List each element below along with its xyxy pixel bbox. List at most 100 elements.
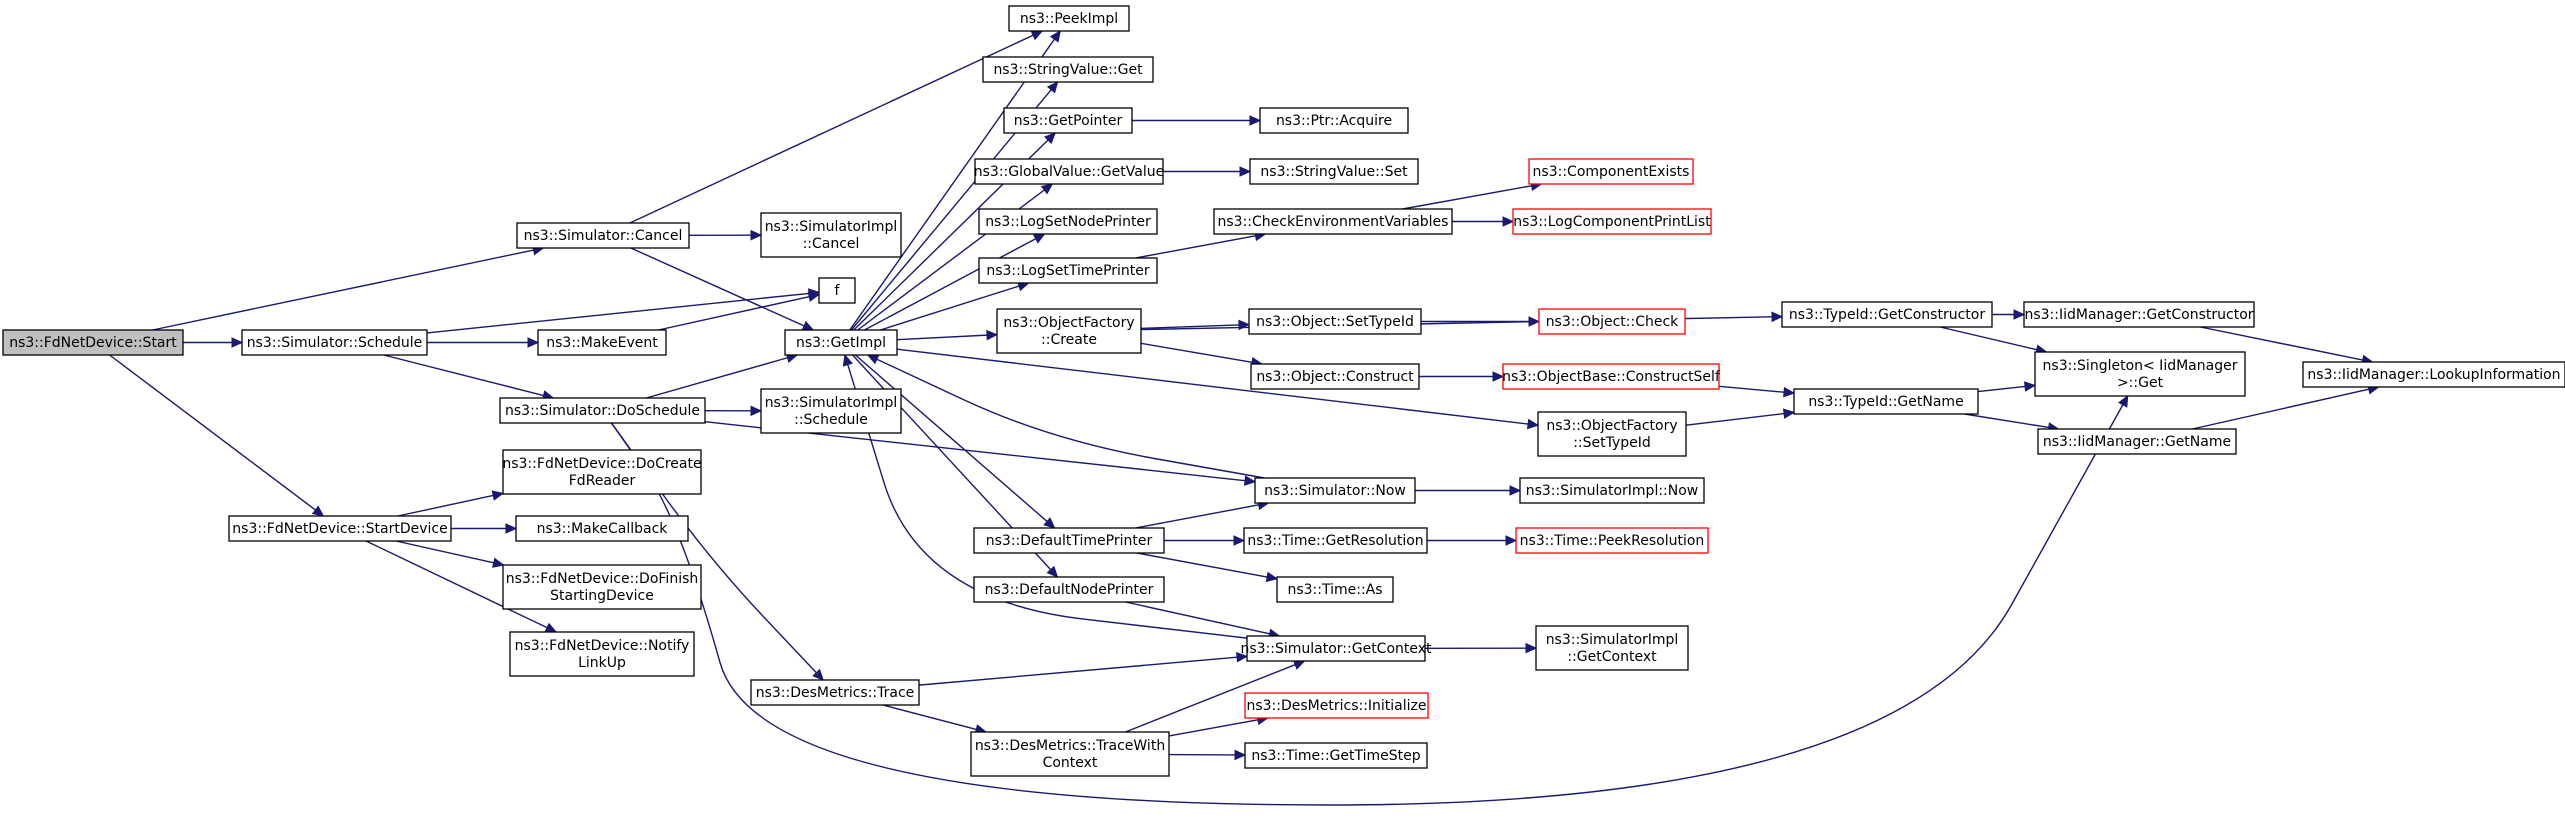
node-ns3-simulator-cancel[interactable]: ns3::Simulator::Cancel [516,222,690,249]
node-label: ns3::Object::Check [1546,314,1679,330]
node-ns3-logsetnodeprinter[interactable]: ns3::LogSetNodePrinter [978,208,1158,235]
call-edges [109,30,2380,806]
node-ns3-objectbase-constructself[interactable]: ns3::ObjectBase::ConstructSelf [1502,363,1721,390]
node-ns3-iidmanager-getconstructor[interactable]: ns3::IidManager::GetConstructor [2023,301,2255,328]
node-ns3-peekimpl[interactable]: ns3::PeekImpl [1008,5,1130,32]
node-ns3-stringvalue-set[interactable]: ns3::StringValue::Set [1249,158,1419,185]
edge-n2-to-n9 [630,247,815,331]
edge-n25-to-n34 [1125,659,1306,733]
edge-n29-to-n39 [1421,316,1541,327]
node-ns3-logcomponentprintlist[interactable]: ns3::LogComponentPrintList [1512,208,1712,235]
arrowhead [1049,30,1061,43]
node-label: ::Schedule [794,412,868,428]
node-label: ns3::GetImpl [796,335,886,351]
node-box [1248,308,1422,335]
node-ns3-checkenvironmentvariables[interactable]: ns3::CheckEnvironmentVariables [1213,208,1453,235]
edge-line [1135,504,1259,529]
node-label: ns3::TypeId::GetName [1808,394,1963,410]
node-ns3-stringvalue-get[interactable]: ns3::StringValue::Get [982,56,1154,83]
node-ns3-object-settypeid[interactable]: ns3::Object::SetTypeId [1248,308,1422,335]
node-box [1246,635,1426,662]
node-ns3-fdnetdevice-start[interactable]: ns3::FdNetDevice::Start [2,329,184,356]
node-ns3-getimpl[interactable]: ns3::GetImpl [784,329,898,356]
node-ns3-simulator-getcontext[interactable]: ns3::Simulator::GetContext [1240,635,1432,662]
edge-line [1136,552,1268,578]
node-ns3-simulator-now[interactable]: ns3::Simulator::Now [1254,477,1416,504]
arrowhead [1236,651,1249,663]
node-box [241,329,428,356]
edge-n1-to-n3 [183,337,244,348]
node-ns3-makecallback[interactable]: ns3::MakeCallback [515,515,689,542]
node-ns3-simulatorimpl-cancel[interactable]: ns3::SimulatorImpl::Cancel [760,212,902,258]
edge-n18-to-n26 [1132,115,1262,126]
node-box [1008,5,1130,32]
edge-line [1140,324,1240,330]
node-ns3-time-as[interactable]: ns3::Time::As [1276,576,1394,603]
node-ns3-typeid-getconstructor[interactable]: ns3::TypeId::GetConstructor [1781,301,1993,328]
node-ns3-objectfactory-settypeid[interactable]: ns3::ObjectFactory::SetTypeId [1537,411,1687,457]
node-ns3-defaultnodeprinter[interactable]: ns3::DefaultNodePrinter [973,576,1165,603]
node-box [2037,428,2237,455]
node-label: ns3::LogSetTimePrinter [986,263,1150,279]
node-label: LinkUp [578,655,626,671]
node-label: ns3::GetPointer [1014,113,1123,129]
node-ns3-time-gettimestep[interactable]: ns3::Time::GetTimeStep [1244,742,1428,769]
node-ns3-object-construct[interactable]: ns3::Object::Construct [1250,363,1420,390]
node-ns3-simulator-schedule[interactable]: ns3::Simulator::Schedule [241,329,428,356]
node-ns3-simulatorimpl-schedule[interactable]: ns3::SimulatorImpl::Schedule [760,388,902,434]
node-label: >::Get [2117,375,2164,391]
edge-line [2200,326,2363,361]
node-ns3-objectfactory-create[interactable]: ns3::ObjectFactory::Create [996,308,1142,354]
function-nodes: ns3::FdNetDevice::Start ns3::Simulator::C… [2,5,2565,777]
node-label: ns3::DefaultTimePrinter [986,533,1153,549]
arrowhead [2118,394,2129,408]
node-ns3-singleton-iidmanager-get[interactable]: ns3::Singleton< IidManager >::Get [2034,351,2246,397]
node-ns3-simulatorimpl-getcontext[interactable]: ns3::SimulatorImpl::GetContext [1535,625,1689,671]
node-ns3-ptr-acquire[interactable]: ns3::Ptr::Acquire [1259,107,1409,134]
node-label: ns3::Time::GetTimeStep [1251,748,1420,764]
edge-line [1718,385,1785,393]
node-ns3-makeevent[interactable]: ns3::MakeEvent [537,329,667,356]
node-ns3-desmetrics-trace[interactable]: ns3::DesMetrics::Trace [750,679,920,706]
node-ns3-logsettimeprinter[interactable]: ns3::LogSetTimePrinter [978,257,1158,284]
edge-line [864,238,1037,331]
node-box [970,731,1170,777]
node-label: f [835,283,841,299]
node-box [502,449,702,495]
node-f[interactable]: f [818,277,856,304]
node-label: Context [1043,755,1098,771]
node-label: ns3::Simulator::Schedule [247,335,423,351]
edge-line [109,354,316,511]
node-label: ::GetContext [1567,649,1657,665]
node-ns3-componentexists[interactable]: ns3::ComponentExists [1528,158,1694,185]
edge-line [1939,326,2037,351]
arrowhead [1526,418,1540,430]
node-box [978,257,1158,284]
node-label: ::Cancel [803,236,860,252]
node-box [1538,308,1686,335]
node-ns3-globalvalue-getvalue[interactable]: ns3::GlobalValue::GetValue [974,158,1164,185]
node-ns3-simulator-doschedule[interactable]: ns3::Simulator::DoSchedule [499,397,706,424]
node-ns3-getpointer[interactable]: ns3::GetPointer [1003,107,1133,134]
node-box [499,397,706,424]
node-ns3-fdnetdevice-startdevice[interactable]: ns3::FdNetDevice::StartDevice [228,515,452,542]
arrowhead [801,320,815,331]
edge-n19-to-n27 [1163,166,1252,177]
node-ns3-time-peekresolution[interactable]: ns3::Time::PeekResolution [1515,527,1709,554]
node-ns3-iidmanager-lookupinformation[interactable]: ns3::IidManager::LookupInformation [2302,361,2565,388]
edge-line [896,348,1529,425]
node-ns3-defaulttimeprinter[interactable]: ns3::DefaultTimePrinter [973,527,1165,554]
node-label: ns3::Ptr::Acquire [1276,113,1392,129]
node-ns3-typeid-getname[interactable]: ns3::TypeId::GetName [1793,388,1979,415]
node-ns3-iidmanager-getname[interactable]: ns3::IidManager::GetName [2037,428,2237,455]
node-label: ns3::FdNetDevice::DoFinish [506,571,699,587]
node-ns3-time-getresolution[interactable]: ns3::Time::GetResolution [1243,527,1428,554]
node-ns3-object-check[interactable]: ns3::Object::Check [1538,308,1686,335]
node-ns3-desmetrics-initialize[interactable]: ns3::DesMetrics::Initialize [1244,692,1429,719]
node-label: ns3::CheckEnvironmentVariables [1218,214,1449,230]
node-ns3-simulatorimpl-now[interactable]: ns3::SimulatorImpl::Now [1519,477,1705,504]
